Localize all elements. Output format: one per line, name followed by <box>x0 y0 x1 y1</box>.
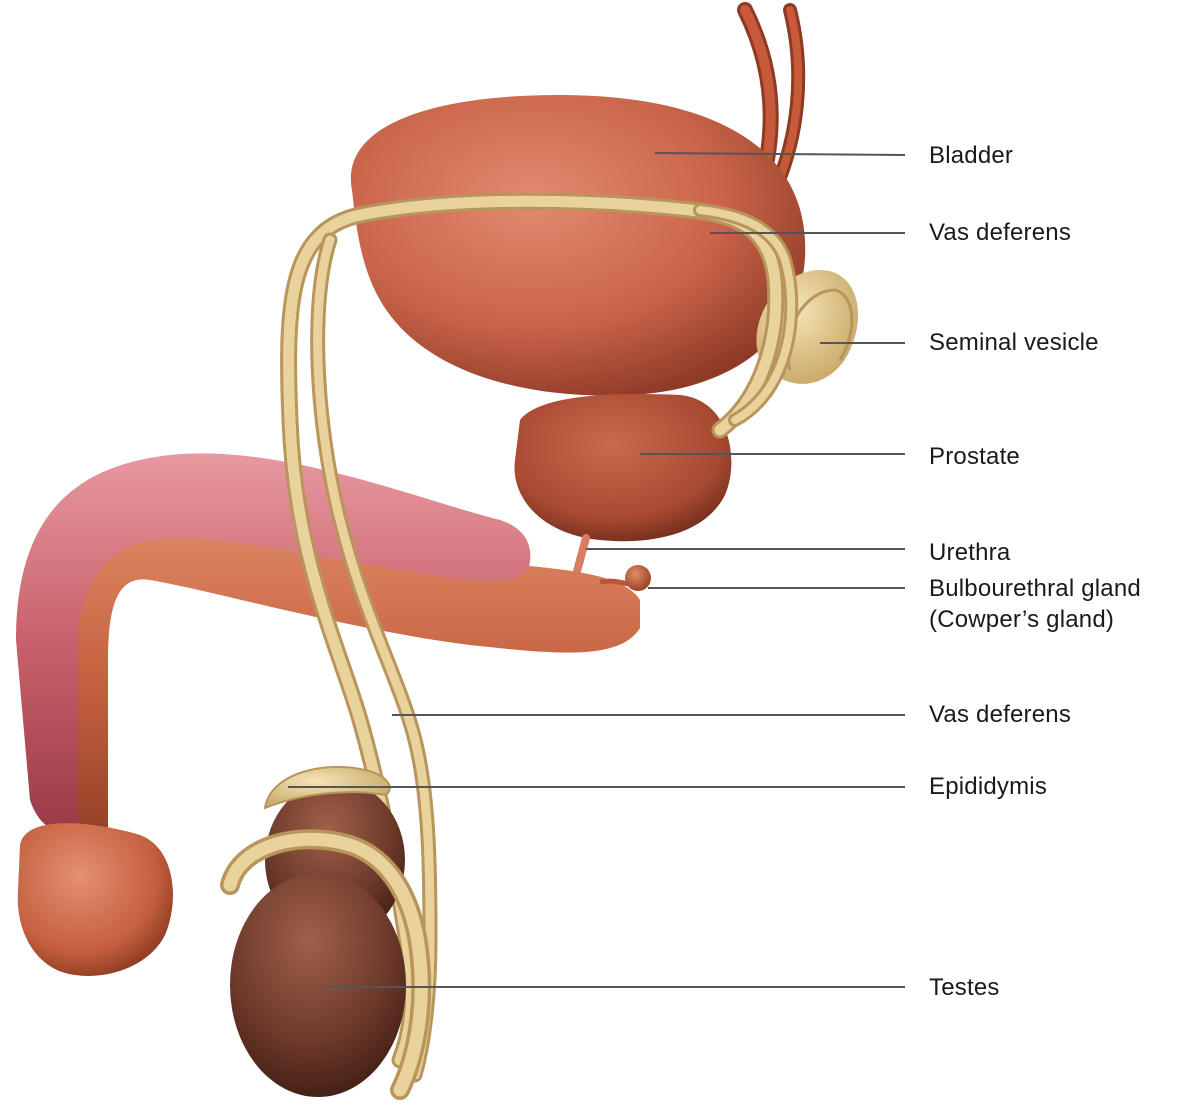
label-urethra: Urethra <box>929 538 1010 568</box>
prostate-shape <box>515 394 732 541</box>
label-seminal-vesicle: Seminal vesicle <box>929 328 1099 358</box>
testes-shape <box>230 780 406 1097</box>
label-vas-deferens-lower: Vas deferens <box>929 700 1071 730</box>
glans-shape <box>18 823 173 976</box>
bladder-shape <box>351 95 805 396</box>
label-cowpers-gland: (Cowper’s gland) <box>929 605 1114 635</box>
urethra-shape <box>576 538 586 575</box>
label-prostate: Prostate <box>929 442 1020 472</box>
label-epididymis: Epididymis <box>929 772 1047 802</box>
label-vas-deferens-upper: Vas deferens <box>929 218 1071 248</box>
label-bulbourethral-gland: Bulbourethral gland <box>929 574 1141 604</box>
label-bladder: Bladder <box>929 141 1013 171</box>
label-testes: Testes <box>929 973 1000 1003</box>
